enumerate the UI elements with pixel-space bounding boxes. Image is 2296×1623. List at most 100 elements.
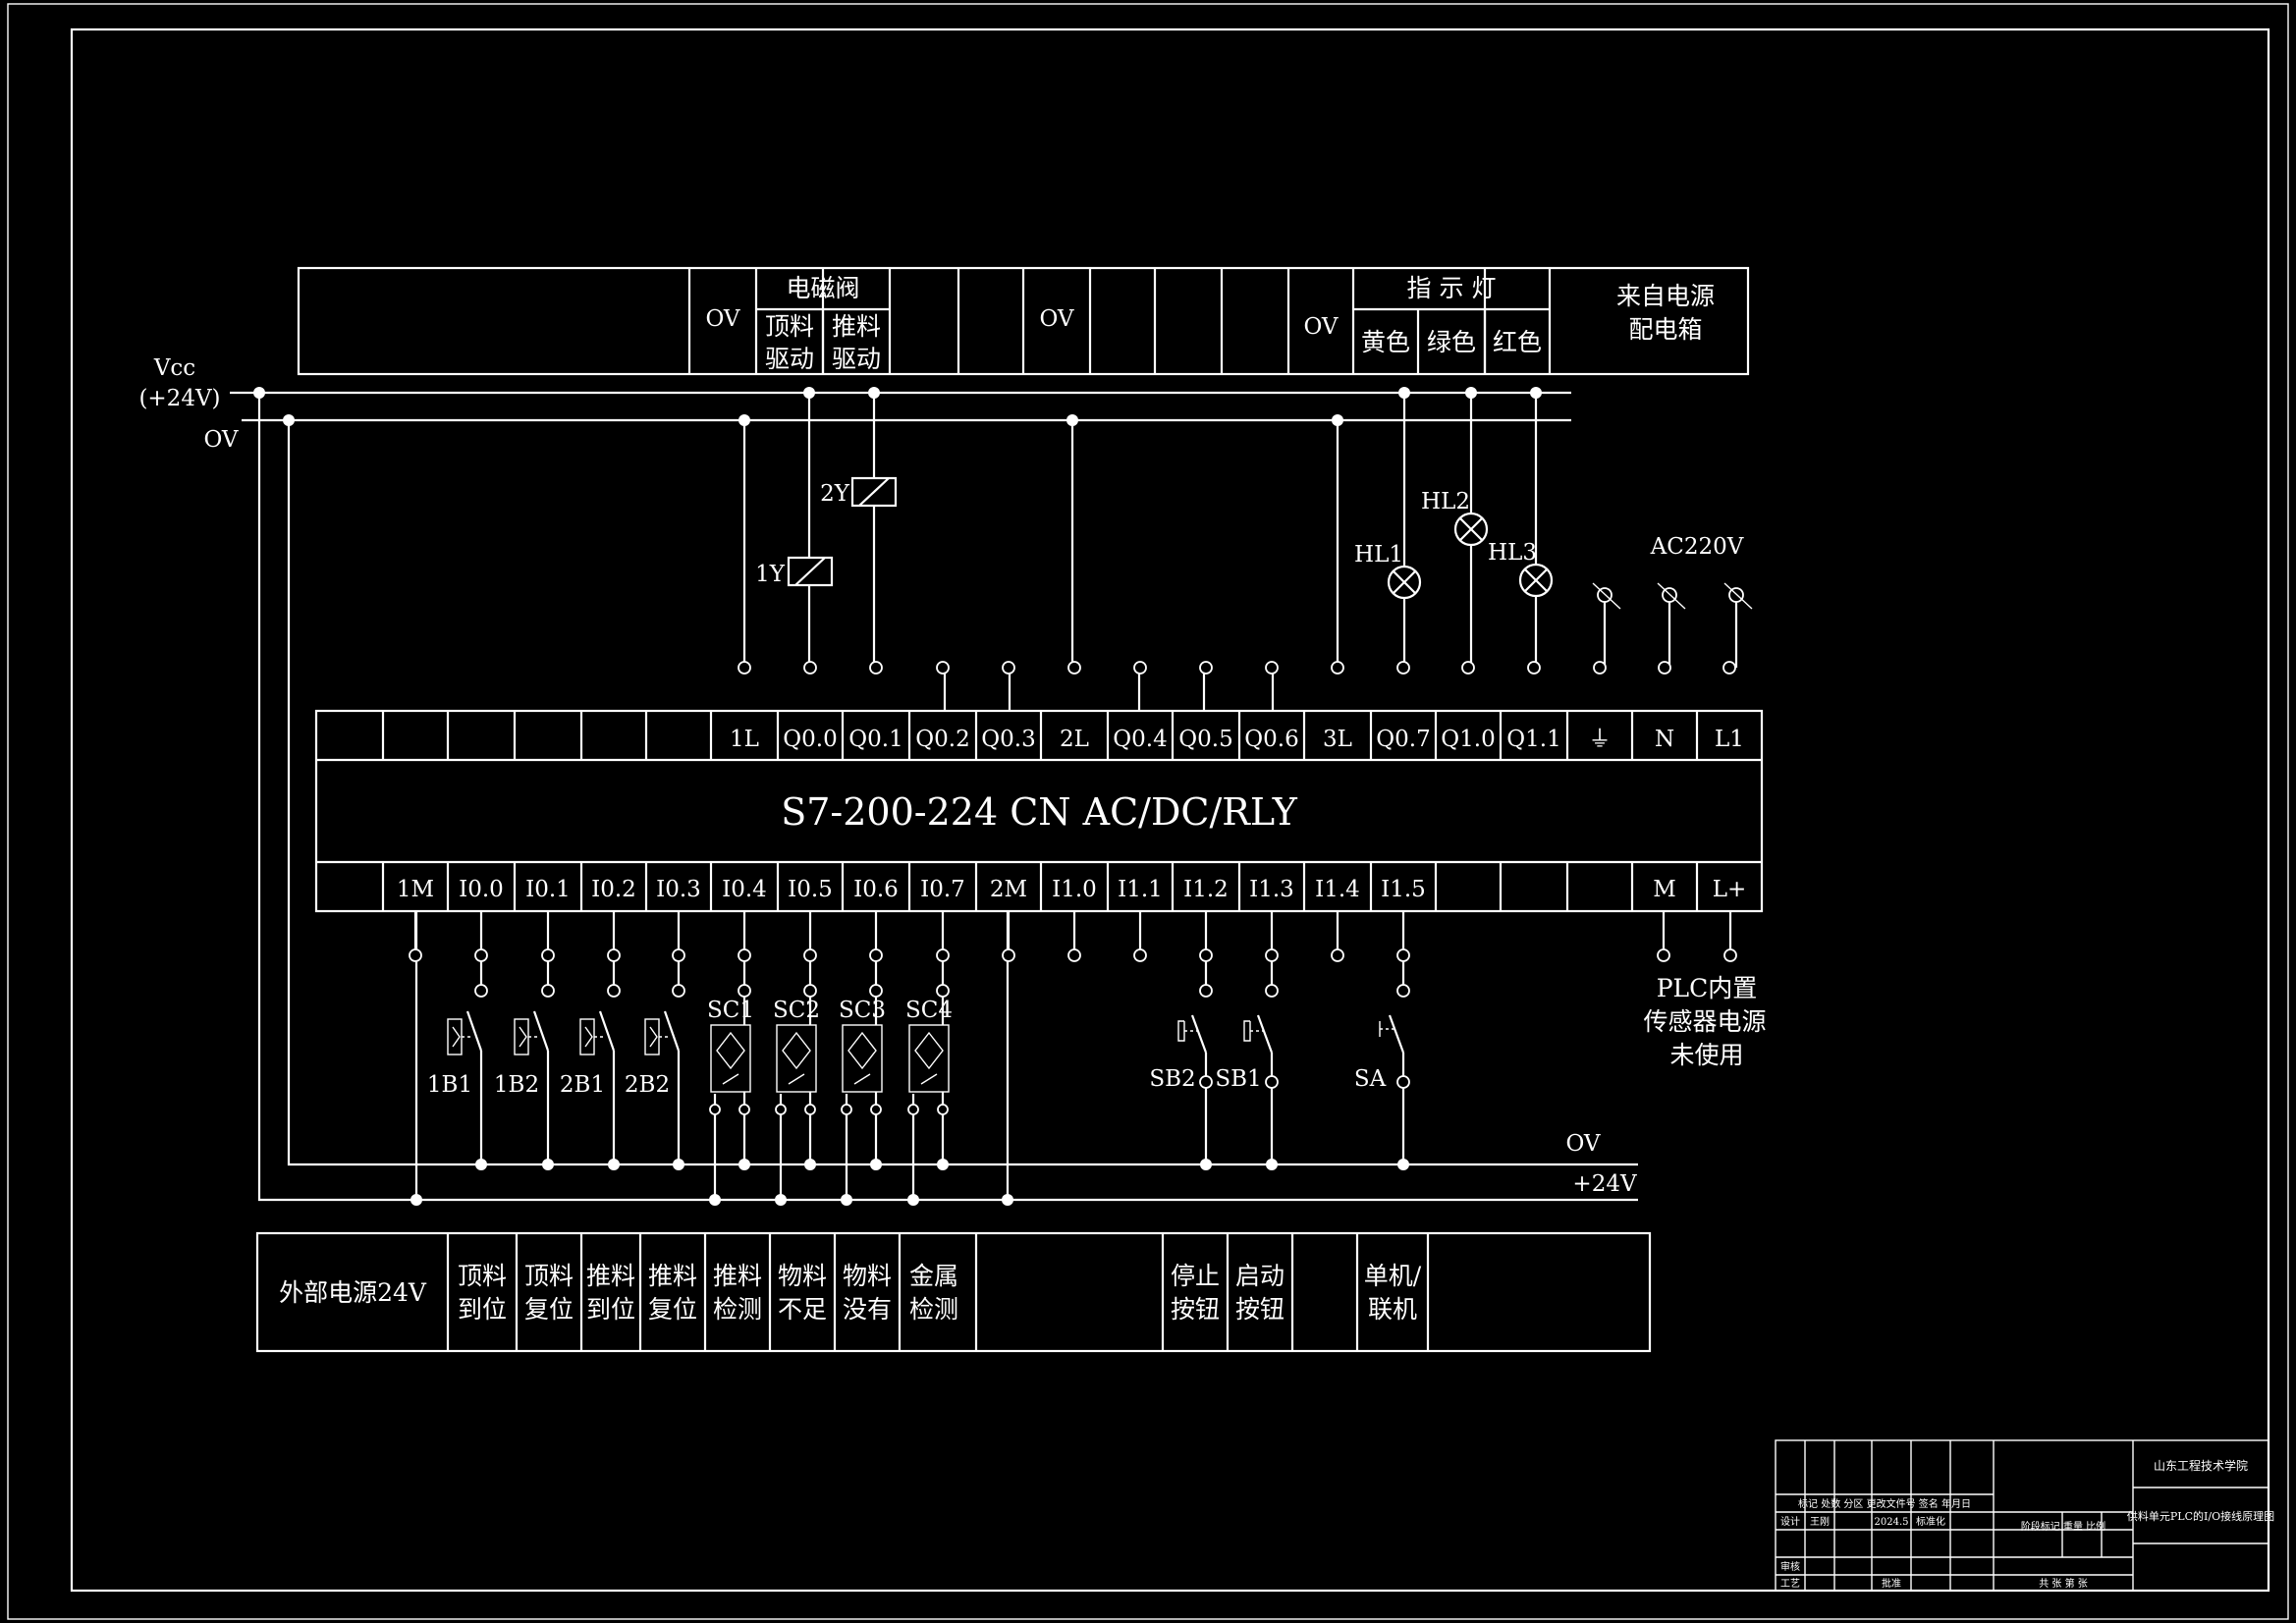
coil-1y-symbol xyxy=(787,556,834,587)
bottom-header-col-label: 启动 xyxy=(1235,1262,1285,1290)
output-wiring: 1Y 2Y HL1 HL2 HL3 xyxy=(738,387,1753,711)
bottom-header-col-label: 检测 xyxy=(909,1295,958,1324)
plc-input-terminal: I0.1 xyxy=(525,877,571,902)
bottom-header-col-label: 按钮 xyxy=(1171,1295,1220,1324)
output-terminal-circle xyxy=(1067,661,1081,675)
plc-input-terminal: I1.3 xyxy=(1249,877,1294,902)
bottom-header-col-label: 推料 xyxy=(586,1262,635,1290)
stage-labels: 阶段标记 重量 比例 xyxy=(2021,1520,2105,1533)
bottom-header-col-label: 没有 xyxy=(843,1295,892,1324)
output-terminal-circle xyxy=(1461,661,1475,675)
sensor-sc4: SC4 xyxy=(905,961,953,1206)
plc-input-terminal: I1.1 xyxy=(1118,877,1163,902)
bottom-header-col-label: 到位 xyxy=(458,1295,507,1324)
limit-switch-label: 1B2 xyxy=(494,1072,539,1098)
external-power-label: 外部电源24V xyxy=(279,1278,427,1307)
solenoid-col-1-line-2: 驱动 xyxy=(765,345,814,373)
output-terminal-circle xyxy=(936,661,950,675)
plc-output-terminal: 3L xyxy=(1323,727,1352,752)
output-terminal-circle xyxy=(1133,661,1147,675)
bottom-header-col-label: 单机/ xyxy=(1364,1262,1422,1290)
title-block: 山东工程技术学院 供料单元PLC的I/O接线原理图 标记 处数 分区 更改文件号… xyxy=(1775,1439,2274,1592)
lamp-hl1-label: HL1 xyxy=(1354,542,1403,568)
top-ov-label-3: OV xyxy=(1303,314,1338,340)
standard-label: 标准化 xyxy=(1916,1515,1945,1528)
output-terminal-circle xyxy=(1265,661,1279,675)
plc-input-terminal: L+ xyxy=(1713,877,1747,902)
input-terminal-circle xyxy=(803,948,817,962)
bottom-header-col-label: 检测 xyxy=(713,1295,762,1324)
bottom-header-columns: 顶料到位顶料复位推料到位推料复位推料检测物料不足物料没有金属检测停止按钮启动按钮… xyxy=(458,1262,1422,1324)
input-terminal-circle xyxy=(607,948,621,962)
indicator-yellow-label: 黄色 xyxy=(1361,328,1410,356)
plc-output-terminal: N xyxy=(1655,727,1674,752)
plc-input-terminal: I0.6 xyxy=(853,877,899,902)
plc-output-terminal: Q0.6 xyxy=(1244,727,1298,752)
bottom-header-col-label: 物料 xyxy=(843,1262,892,1290)
solenoid-group-label: 电磁阀 xyxy=(786,274,859,302)
bottom-header-col-label: 复位 xyxy=(524,1295,574,1324)
ac220v-label: AC220V xyxy=(1650,534,1744,560)
sensor-label: SC4 xyxy=(905,998,953,1023)
plc-model-label: S7-200-224 CN AC/DC/RLY xyxy=(781,790,1298,834)
plc-input-terminal: I0.5 xyxy=(788,877,833,902)
plc-input-terminal: 2M xyxy=(990,877,1027,902)
ac-supply-terminals xyxy=(1592,582,1753,668)
school-label: 山东工程技术学院 xyxy=(2154,1458,2248,1473)
coil-2y-label: 2Y xyxy=(820,481,850,507)
sensor-label: SC3 xyxy=(839,998,886,1023)
input-terminal-circle xyxy=(1331,948,1344,962)
input-terminal-circle xyxy=(1396,948,1410,962)
lamp-hl1-symbol xyxy=(1387,565,1422,600)
stop-button-sb2: SB2 xyxy=(1149,961,1213,1170)
lamp-hl3-symbol xyxy=(1518,563,1554,598)
sensor-sc1: SC1 xyxy=(707,961,754,1206)
button-label: SB1 xyxy=(1215,1066,1261,1092)
bottom-header-col-label: 不足 xyxy=(778,1295,827,1324)
indicator-green-label: 绿色 xyxy=(1427,328,1476,356)
plc-power-note-line-1: PLC内置 xyxy=(1657,974,1758,1002)
approve-label: 批准 xyxy=(1882,1577,1901,1590)
input-terminal-circle xyxy=(1133,948,1147,962)
lamp-hl3-label: HL3 xyxy=(1488,540,1537,566)
solenoid-col-2-line-2: 驱动 xyxy=(832,345,881,373)
plc-input-terminal: M xyxy=(1653,877,1676,902)
plc-output-terminal: Q0.1 xyxy=(848,727,902,752)
bottom-header-col-label: 金属 xyxy=(909,1262,958,1290)
coil-1y-label: 1Y xyxy=(755,562,786,587)
input-terminal-circle xyxy=(1199,948,1213,962)
outer-frame xyxy=(7,3,2289,1620)
bottom-header-col-label: 顶料 xyxy=(458,1262,507,1290)
lamp-hl2-label: HL2 xyxy=(1421,489,1470,514)
output-terminal-circle xyxy=(738,661,751,675)
plc-output-terminal: Q1.0 xyxy=(1441,727,1495,752)
plc-output-terminal: Q0.2 xyxy=(915,727,969,752)
input-terminal-circle xyxy=(474,948,488,962)
output-terminal-circle xyxy=(1658,661,1671,675)
plc-output-terminal: Q0.0 xyxy=(783,727,837,752)
top-header-table: OV OV OV 电磁阀 顶料 驱动 推料 驱动 指 示 灯 黄色 绿色 红色 … xyxy=(297,266,1750,376)
sheet-labels: 共 张 第 张 xyxy=(2039,1577,2088,1590)
plc-output-terminal: L1 xyxy=(1715,727,1744,752)
plc-input-terminal: I1.2 xyxy=(1183,877,1229,902)
limit-switch-1b2: 1B2 xyxy=(494,961,555,1170)
process-label: 工艺 xyxy=(1780,1578,1800,1590)
selector-switch-sa: SA xyxy=(1354,961,1410,1170)
plc-power-note-line-2: 传感器电源 xyxy=(1643,1007,1766,1036)
plc-output-terminal: 2L xyxy=(1060,727,1089,752)
output-terminal-circle xyxy=(1722,661,1736,675)
bottom-header-col-label: 复位 xyxy=(648,1295,697,1324)
plc-output-terminal: Q0.3 xyxy=(981,727,1035,752)
plc-input-terminal: I0.7 xyxy=(920,877,965,902)
input-terminal-circle xyxy=(541,948,555,962)
bottom-24v-label: +24V xyxy=(1572,1171,1637,1197)
input-terminal-circle xyxy=(1265,948,1279,962)
input-terminal-circle xyxy=(409,948,422,962)
output-terminal-circle xyxy=(1199,661,1213,675)
bottom-header-col-label: 推料 xyxy=(713,1262,762,1290)
plc-output-terminal: 1L xyxy=(730,727,759,752)
